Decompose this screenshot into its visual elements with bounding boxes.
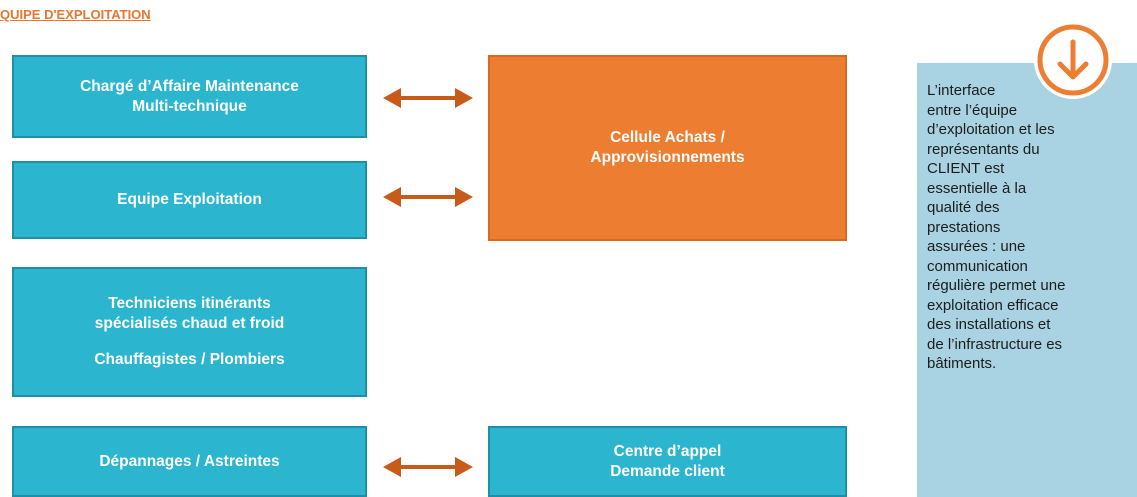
note-line: des installations et — [927, 316, 1051, 333]
note-line: régulière permet une — [927, 277, 1066, 294]
box-charge-affaire-line2: Multi-technique — [132, 97, 247, 115]
box-techniciens-line3: Chauffagistes / Plombiers — [94, 351, 285, 368]
box-equipe-exploitation: Equipe Exploitation — [12, 161, 367, 239]
box-cellule-achats-line1: Cellule Achats / — [610, 129, 725, 146]
box-techniciens-line2: spécialisés chaud et froid — [94, 315, 285, 332]
down-arrow-circle-icon — [1034, 21, 1112, 99]
box-centre-appel: Centre d’appel Demande client — [488, 426, 847, 497]
box-charge-affaire: Chargé d’Affaire Maintenance Multi-techn… — [12, 55, 367, 138]
double-headed-arrow-icon — [383, 88, 473, 108]
note-line: qualité des — [927, 199, 1000, 216]
double-headed-arrow-icon — [383, 187, 473, 207]
box-equipe-exploitation-label: Equipe Exploitation — [117, 191, 262, 208]
note-line: CLIENT est — [927, 160, 1005, 177]
box-depannages: Dépannages / Astreintes — [12, 426, 367, 497]
note-line: d’exploitation et les — [927, 121, 1055, 138]
box-charge-affaire-line1: Chargé d’Affaire Maintenance — [80, 77, 299, 95]
note-line: assurées : une — [927, 238, 1026, 255]
box-techniciens-line1: Techniciens itinérants — [108, 295, 271, 312]
info-note: L’interface entre l’équipe d’exploitatio… — [917, 63, 1137, 497]
double-headed-arrow-icon — [383, 457, 473, 477]
note-line: bâtiments. — [927, 355, 997, 372]
box-centre-appel-line1: Centre d’appel — [613, 442, 722, 460]
note-line: représentants du — [927, 140, 1040, 158]
note-line: de l’infrastructure es — [927, 335, 1063, 353]
note-line: prestations — [927, 218, 1001, 236]
box-centre-appel-line2: Demande client — [610, 462, 725, 480]
note-line: essentielle à la — [927, 179, 1027, 197]
note-line: communication — [927, 257, 1028, 275]
note-line: entre l’équipe — [927, 101, 1018, 119]
section-title: QUIPE D'EXPLOITATION — [0, 7, 151, 22]
note-line: L’interface — [927, 82, 996, 99]
box-cellule-achats-line2: Approvisionnements — [590, 149, 745, 166]
box-depannages-label: Dépannages / Astreintes — [99, 452, 280, 470]
box-cellule-achats: Cellule Achats / Approvisionnements — [488, 55, 847, 241]
box-techniciens: Techniciens itinérants spécialisés chaud… — [12, 267, 367, 397]
note-line: exploitation efficace — [927, 296, 1059, 314]
